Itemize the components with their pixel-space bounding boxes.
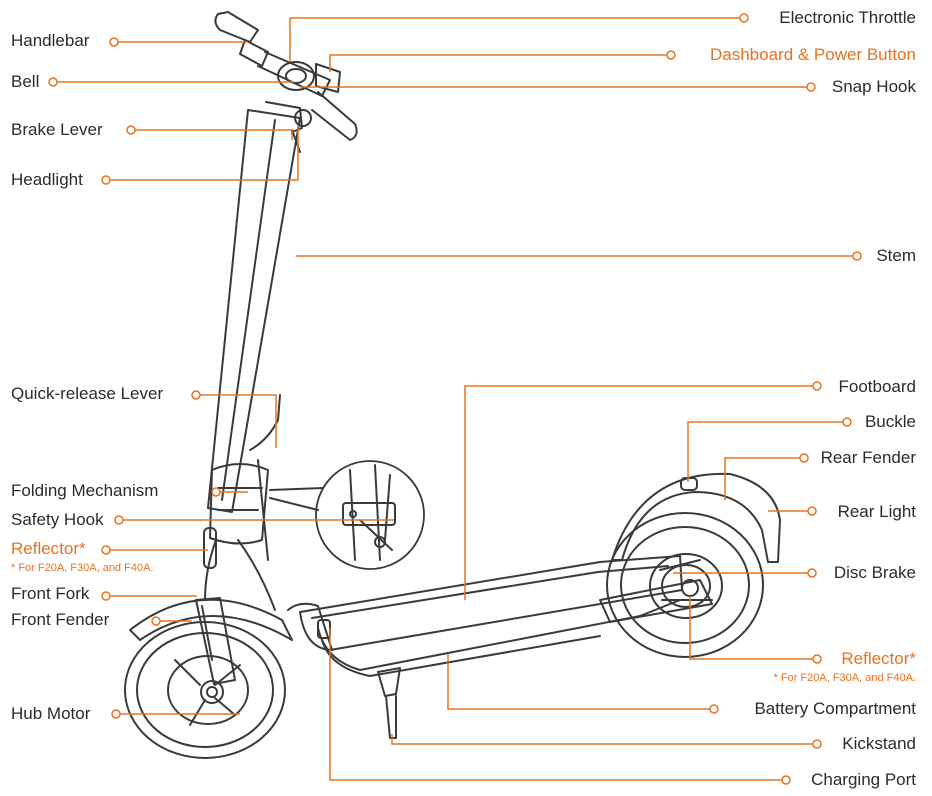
- handlebar-shape: [214, 11, 358, 153]
- label-handlebar: Handlebar: [11, 31, 90, 50]
- circle-outline-icon: [111, 709, 121, 719]
- note-reflector-front: * For F20A, F30A, and F40A.: [11, 562, 154, 574]
- rear-fender-shape: [611, 472, 781, 563]
- circle-outline-icon: [807, 568, 817, 578]
- circle-outline-icon: [191, 390, 201, 400]
- circle-outline-icon: [101, 545, 111, 555]
- front-fork-shape: [195, 539, 276, 685]
- label-electronic-throttle: Electronic Throttle: [779, 8, 916, 27]
- label-snap-hook: Snap Hook: [831, 77, 916, 96]
- label-disc-brake: Disc Brake: [833, 563, 916, 582]
- label-footboard: Footboard: [838, 377, 917, 396]
- circle-outline-icon: [842, 417, 852, 427]
- circle-outline-icon: [101, 175, 111, 185]
- label-battery-compartment: Battery Compartment: [754, 699, 916, 718]
- circle-outline-icon: [852, 251, 862, 261]
- circle-outline-icon: [48, 77, 58, 87]
- circle-outline-icon: [812, 381, 822, 391]
- circle-outline-icon: [151, 616, 161, 626]
- label-dashboard-power-button: Dashboard & Power Button: [709, 45, 916, 64]
- label-charging-port: Charging Port: [811, 770, 916, 789]
- stem-shape: [207, 109, 301, 513]
- label-folding-mechanism: Folding Mechanism: [11, 481, 159, 500]
- kickstand-shape: [377, 667, 401, 739]
- label-front-fender: Front Fender: [11, 610, 110, 629]
- leader-lines: [57, 17, 853, 781]
- scooter-illustration: [124, 11, 781, 759]
- circle-outline-icon: [101, 591, 111, 601]
- label-brake-lever: Brake Lever: [11, 120, 103, 139]
- note-reflector-rear: * For F20A, F30A, and F40A.: [773, 672, 916, 684]
- circle-outline-icon: [666, 50, 676, 60]
- circle-outline-icon: [781, 775, 791, 785]
- label-buckle: Buckle: [864, 412, 916, 431]
- label-rear-fender: Rear Fender: [820, 448, 916, 467]
- circle-outline-icon: [812, 654, 822, 664]
- circle-outline-icon: [812, 739, 822, 749]
- circle-outline-icon: [806, 82, 816, 92]
- label-front-fork: Front Fork: [11, 584, 90, 603]
- circle-outline-icon: [211, 487, 221, 497]
- circle-outline-icon: [799, 453, 809, 463]
- label-hub-motor: Hub Motor: [11, 704, 91, 723]
- label-reflector-front: Reflector*: [11, 539, 86, 558]
- circle-outline-icon: [739, 13, 749, 23]
- circle-outline-icon: [709, 704, 719, 714]
- rear-wheel-shape: [606, 512, 764, 658]
- circle-outline-icon: [126, 125, 136, 135]
- label-kickstand: Kickstand: [842, 734, 916, 753]
- label-quick-release-lever: Quick-release Lever: [11, 384, 164, 403]
- circle-outline-icon: [114, 515, 124, 525]
- label-rear-light: Rear Light: [837, 502, 916, 521]
- label-bell: Bell: [11, 72, 40, 91]
- rear-arm-shape: [599, 579, 713, 623]
- leader-end-circles: [48, 13, 862, 785]
- detail-inset: [269, 460, 425, 570]
- label-reflector-rear: Reflector*: [841, 649, 916, 668]
- buckle-shape: [680, 477, 698, 491]
- label-stem: Stem: [876, 246, 916, 265]
- label-headlight: Headlight: [11, 170, 83, 189]
- folding-block-shape: [203, 394, 281, 569]
- label-safety-hook: Safety Hook: [11, 510, 104, 529]
- circle-outline-icon: [807, 506, 817, 516]
- circle-outline-icon: [109, 37, 119, 47]
